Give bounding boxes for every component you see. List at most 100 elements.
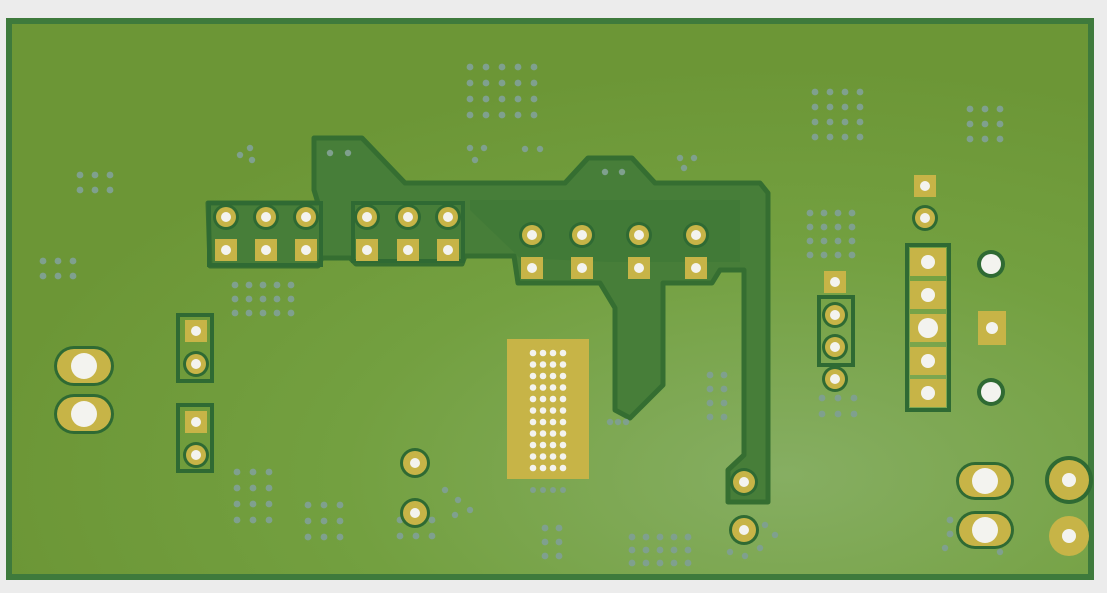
via-dot-icon [996,135,1004,143]
via-dot-icon [259,309,267,317]
via-dot-icon [320,533,328,541]
via-dot-icon [559,464,567,472]
via-dot-icon [706,413,714,421]
via-dot-icon [606,418,614,426]
via-dot-icon [320,517,328,525]
via-dot-icon [820,223,828,231]
pad-drill [830,310,840,320]
pad-drill [527,263,537,273]
pad-drill [410,458,420,468]
pad-drill [1062,529,1076,543]
via-dot-icon [761,521,769,529]
via-dot-icon [498,95,506,103]
via-dot-icon [529,407,537,414]
via-dot-icon [549,418,557,426]
via-dot-icon [529,349,537,357]
pad-drill [191,326,201,336]
via-dot-icon [642,533,650,541]
via-dot-icon [601,168,609,176]
via-dot-icon [336,517,344,525]
via-dot-icon [706,385,714,393]
pad-drill [403,212,413,222]
via-dot-icon [106,186,114,194]
via-dot-icon [820,237,828,245]
via-dot-icon [656,546,664,554]
pad-drill [830,374,840,384]
via-dot-icon [498,111,506,119]
via-dot-icon [54,257,62,265]
header-outline-2pin-a [176,313,214,383]
via-dot-icon [946,530,954,538]
pad-drill [921,386,935,400]
via-dot-icon [628,546,636,554]
via-dot-icon [539,464,547,472]
via-dot-icon [706,399,714,407]
via-dot-icon [466,63,474,71]
via-dot-icon [482,95,490,103]
via-dot-icon [559,395,567,403]
via-dot-icon [249,500,257,508]
via-dot-icon [720,385,728,393]
via-dot-icon [555,552,563,560]
via-dot-icon [539,395,547,403]
pad-drill [362,245,372,255]
via-dot-icon [529,372,537,380]
via-dot-icon [549,453,557,460]
via-dot-icon [236,151,244,159]
via-dot-icon [850,394,858,402]
via-dot-icon [684,533,692,541]
via-dot-icon [771,531,779,539]
header-outline-left [207,201,323,267]
via-dot-icon [451,511,459,519]
via-dot-icon [996,105,1004,113]
via-dot-icon [559,372,567,380]
via-dot-icon [834,251,842,259]
via-dot-icon [811,133,819,141]
header-outline-2pin-b [176,403,214,473]
via-dot-icon [498,63,506,71]
pad-drill [301,245,311,255]
via-dot-icon [628,559,636,567]
via-dot-icon [642,546,650,554]
pad-drill [527,230,537,240]
via-dot-icon [441,486,449,494]
via-dot-icon [39,272,47,280]
via-dot-icon [690,154,698,162]
via-dot-icon [529,418,537,426]
via-dot-icon [549,395,557,403]
via-dot-icon [628,533,636,541]
via-dot-icon [834,209,842,217]
via-dot-icon [549,430,557,437]
via-dot-icon [529,361,537,368]
via-dot-icon [996,548,1004,556]
pad-drill [410,508,420,518]
via-dot-icon [559,453,567,460]
via-dot-icon [265,468,273,476]
via-dot-icon [981,135,989,143]
via-dot-icon [806,223,814,231]
via-dot-icon [530,63,538,71]
header-outline-3pin [817,295,855,367]
pad-drill [71,401,97,427]
pad-drill [191,417,201,427]
via-dot-icon [826,133,834,141]
via-dot-icon [720,413,728,421]
via-dot-icon [946,516,954,524]
via-dot-icon [259,295,267,303]
pad-drill [221,245,231,255]
via-dot-icon [287,295,295,303]
pad-drill [403,245,413,255]
via-dot-icon [684,559,692,567]
via-dot-icon [549,384,557,391]
via-dot-icon [245,309,253,317]
via-dot-icon [76,186,84,194]
via-dot-icon [233,468,241,476]
via-dot-icon [530,79,538,87]
via-dot-icon [248,156,256,164]
pad-drill [634,263,644,273]
pad-drill [830,277,840,287]
via-field [39,63,1004,567]
via-dot-icon [811,118,819,126]
